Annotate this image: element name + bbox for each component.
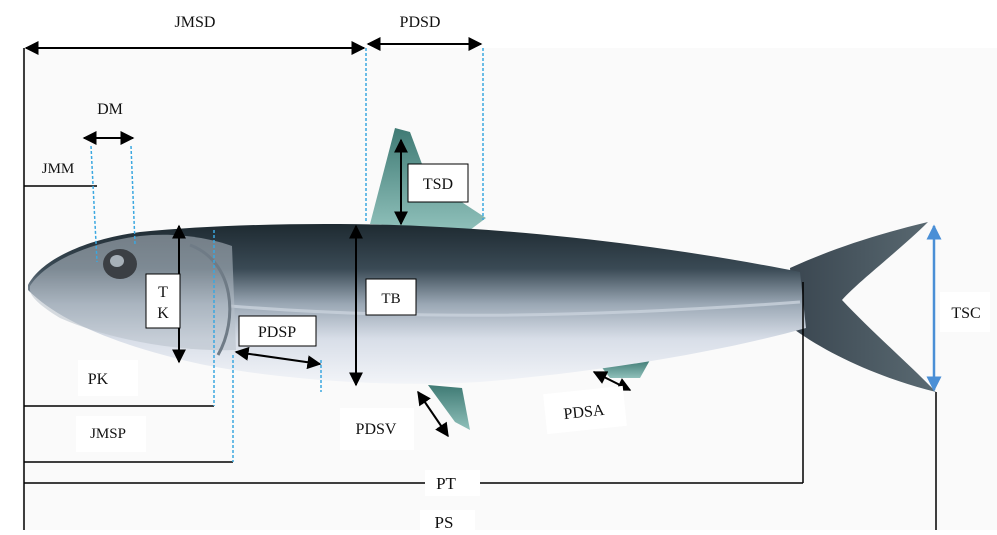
pdsd-label: PDSD bbox=[400, 14, 441, 31]
pdsv-label: PDSV bbox=[356, 421, 397, 438]
jmsd-label: JMSD bbox=[175, 14, 216, 31]
jmm-label: JMM bbox=[42, 161, 75, 177]
tk-label-k: K bbox=[157, 305, 169, 322]
ps-label: PS bbox=[435, 513, 454, 530]
dm-label: DM bbox=[97, 101, 123, 118]
pdsp-label: PDSP bbox=[258, 324, 296, 341]
pk-label: PK bbox=[88, 371, 109, 388]
jmsp-label: JMSP bbox=[90, 426, 126, 442]
tk-label-t: T bbox=[158, 284, 168, 301]
tb-label: TB bbox=[381, 291, 400, 307]
tsd-label: TSD bbox=[423, 176, 453, 193]
pt-label: PT bbox=[436, 474, 456, 493]
tsc-label: TSC bbox=[951, 305, 980, 322]
